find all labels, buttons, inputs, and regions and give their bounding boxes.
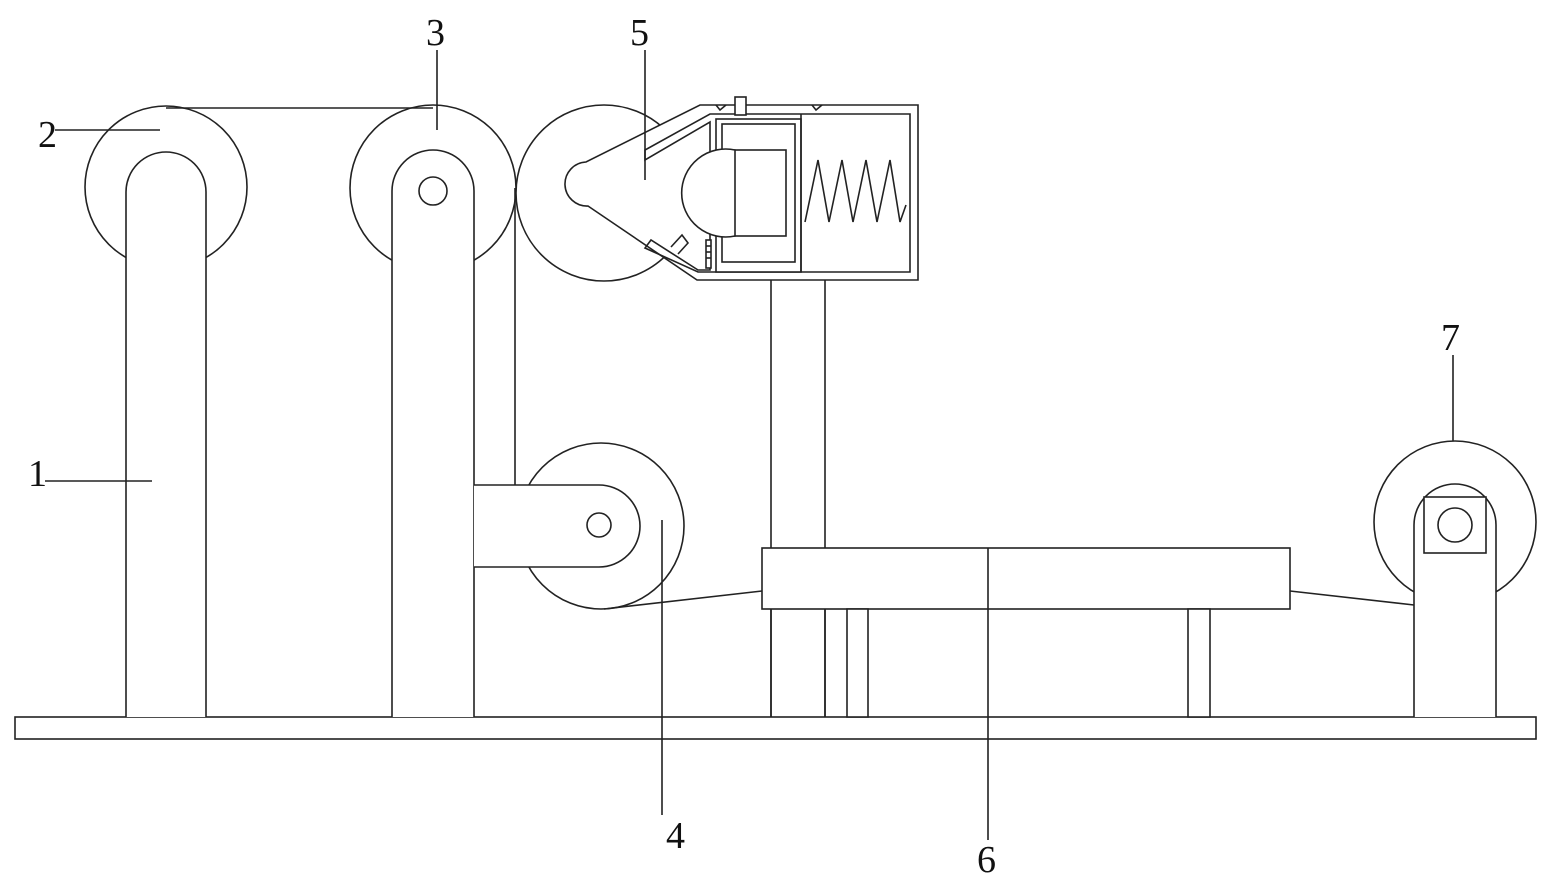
work-table-assembly [761,547,1291,718]
label-3: 3 [426,12,445,54]
top-notch-left [715,104,727,112]
screw-left [705,239,712,269]
strip-to-rewind [1289,590,1415,606]
work-table [761,547,1291,610]
top-pin [734,96,747,116]
second-post [391,149,475,717]
left-roller-assembly [84,105,248,717]
second-roller-assembly [349,104,517,717]
tension-roller-axle [586,512,612,538]
table-leg-left [846,608,869,718]
label-4: 4 [666,815,685,857]
strip-to-table [603,590,763,610]
label-1: 1 [28,453,47,495]
left-post [125,151,207,717]
rewind-roller-assembly [1373,440,1537,717]
blade-tip [670,233,690,255]
label-5: 5 [630,12,649,54]
label-2: 2 [38,114,57,156]
tension-roller-assembly [474,442,685,610]
label-7: 7 [1441,317,1460,359]
label-6: 6 [977,839,996,881]
pressing-roller [680,148,736,238]
second-roller-axle [418,176,448,206]
cutter-assembly [515,96,919,717]
tension-arm [474,484,641,568]
table-leg-right [1187,608,1211,718]
spring [804,159,907,223]
rewind-axle [1437,507,1473,543]
top-notch-right [811,104,823,112]
base-plate [14,716,1537,740]
